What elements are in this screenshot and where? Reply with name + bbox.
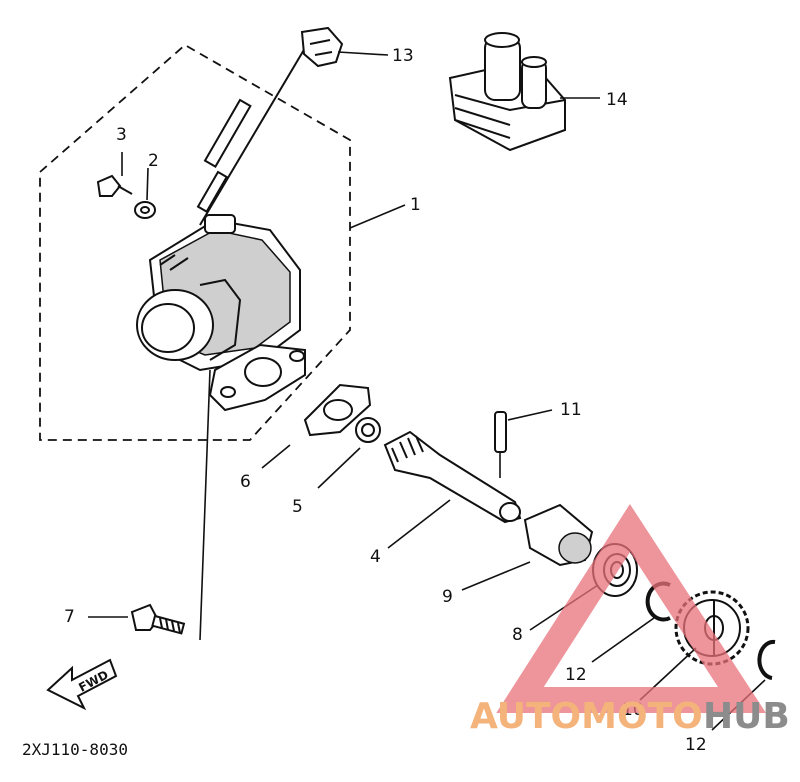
cable-clip (300, 26, 344, 68)
callout-13: 13 (392, 46, 414, 66)
pump-drive-shaft (383, 430, 522, 524)
bolt-small (96, 174, 133, 197)
collar-bushing (523, 503, 594, 567)
fwd-arrow: FWD (46, 658, 118, 711)
callout-6: 6 (240, 472, 251, 492)
washer (134, 201, 156, 219)
callout-4: 4 (370, 547, 381, 567)
assembly-boundary (39, 43, 351, 441)
watermark-triangle (496, 504, 766, 713)
o-ring (355, 417, 381, 443)
callout-1: 1 (410, 195, 421, 215)
callout-8: 8 (512, 625, 523, 645)
oil-pump-body (136, 214, 306, 412)
dowel-pin (494, 411, 507, 478)
watermark-text-hub: HUB (703, 696, 790, 737)
callout-11: 11 (560, 400, 582, 420)
callout-5: 5 (292, 497, 303, 517)
callout-2: 2 (148, 151, 159, 171)
pump-cover-boot (448, 32, 566, 152)
mounting-bolt (130, 603, 186, 635)
gasket (303, 383, 372, 437)
callout-7: 7 (64, 607, 75, 627)
watermark-text-main: AUTOMOTO (470, 696, 703, 737)
callout-12b: 12 (685, 735, 707, 755)
diagram-code: 2XJ110-8030 (22, 740, 128, 759)
callout-14: 14 (606, 90, 628, 110)
watermark-logo: AUTOMOTO HUB (470, 504, 790, 737)
pump-cable (196, 47, 306, 226)
leader-lines (88, 51, 766, 731)
callout-9: 9 (442, 587, 453, 607)
callout-12a: 12 (565, 665, 587, 685)
callout-3: 3 (116, 125, 127, 145)
circlip-2 (757, 639, 776, 680)
